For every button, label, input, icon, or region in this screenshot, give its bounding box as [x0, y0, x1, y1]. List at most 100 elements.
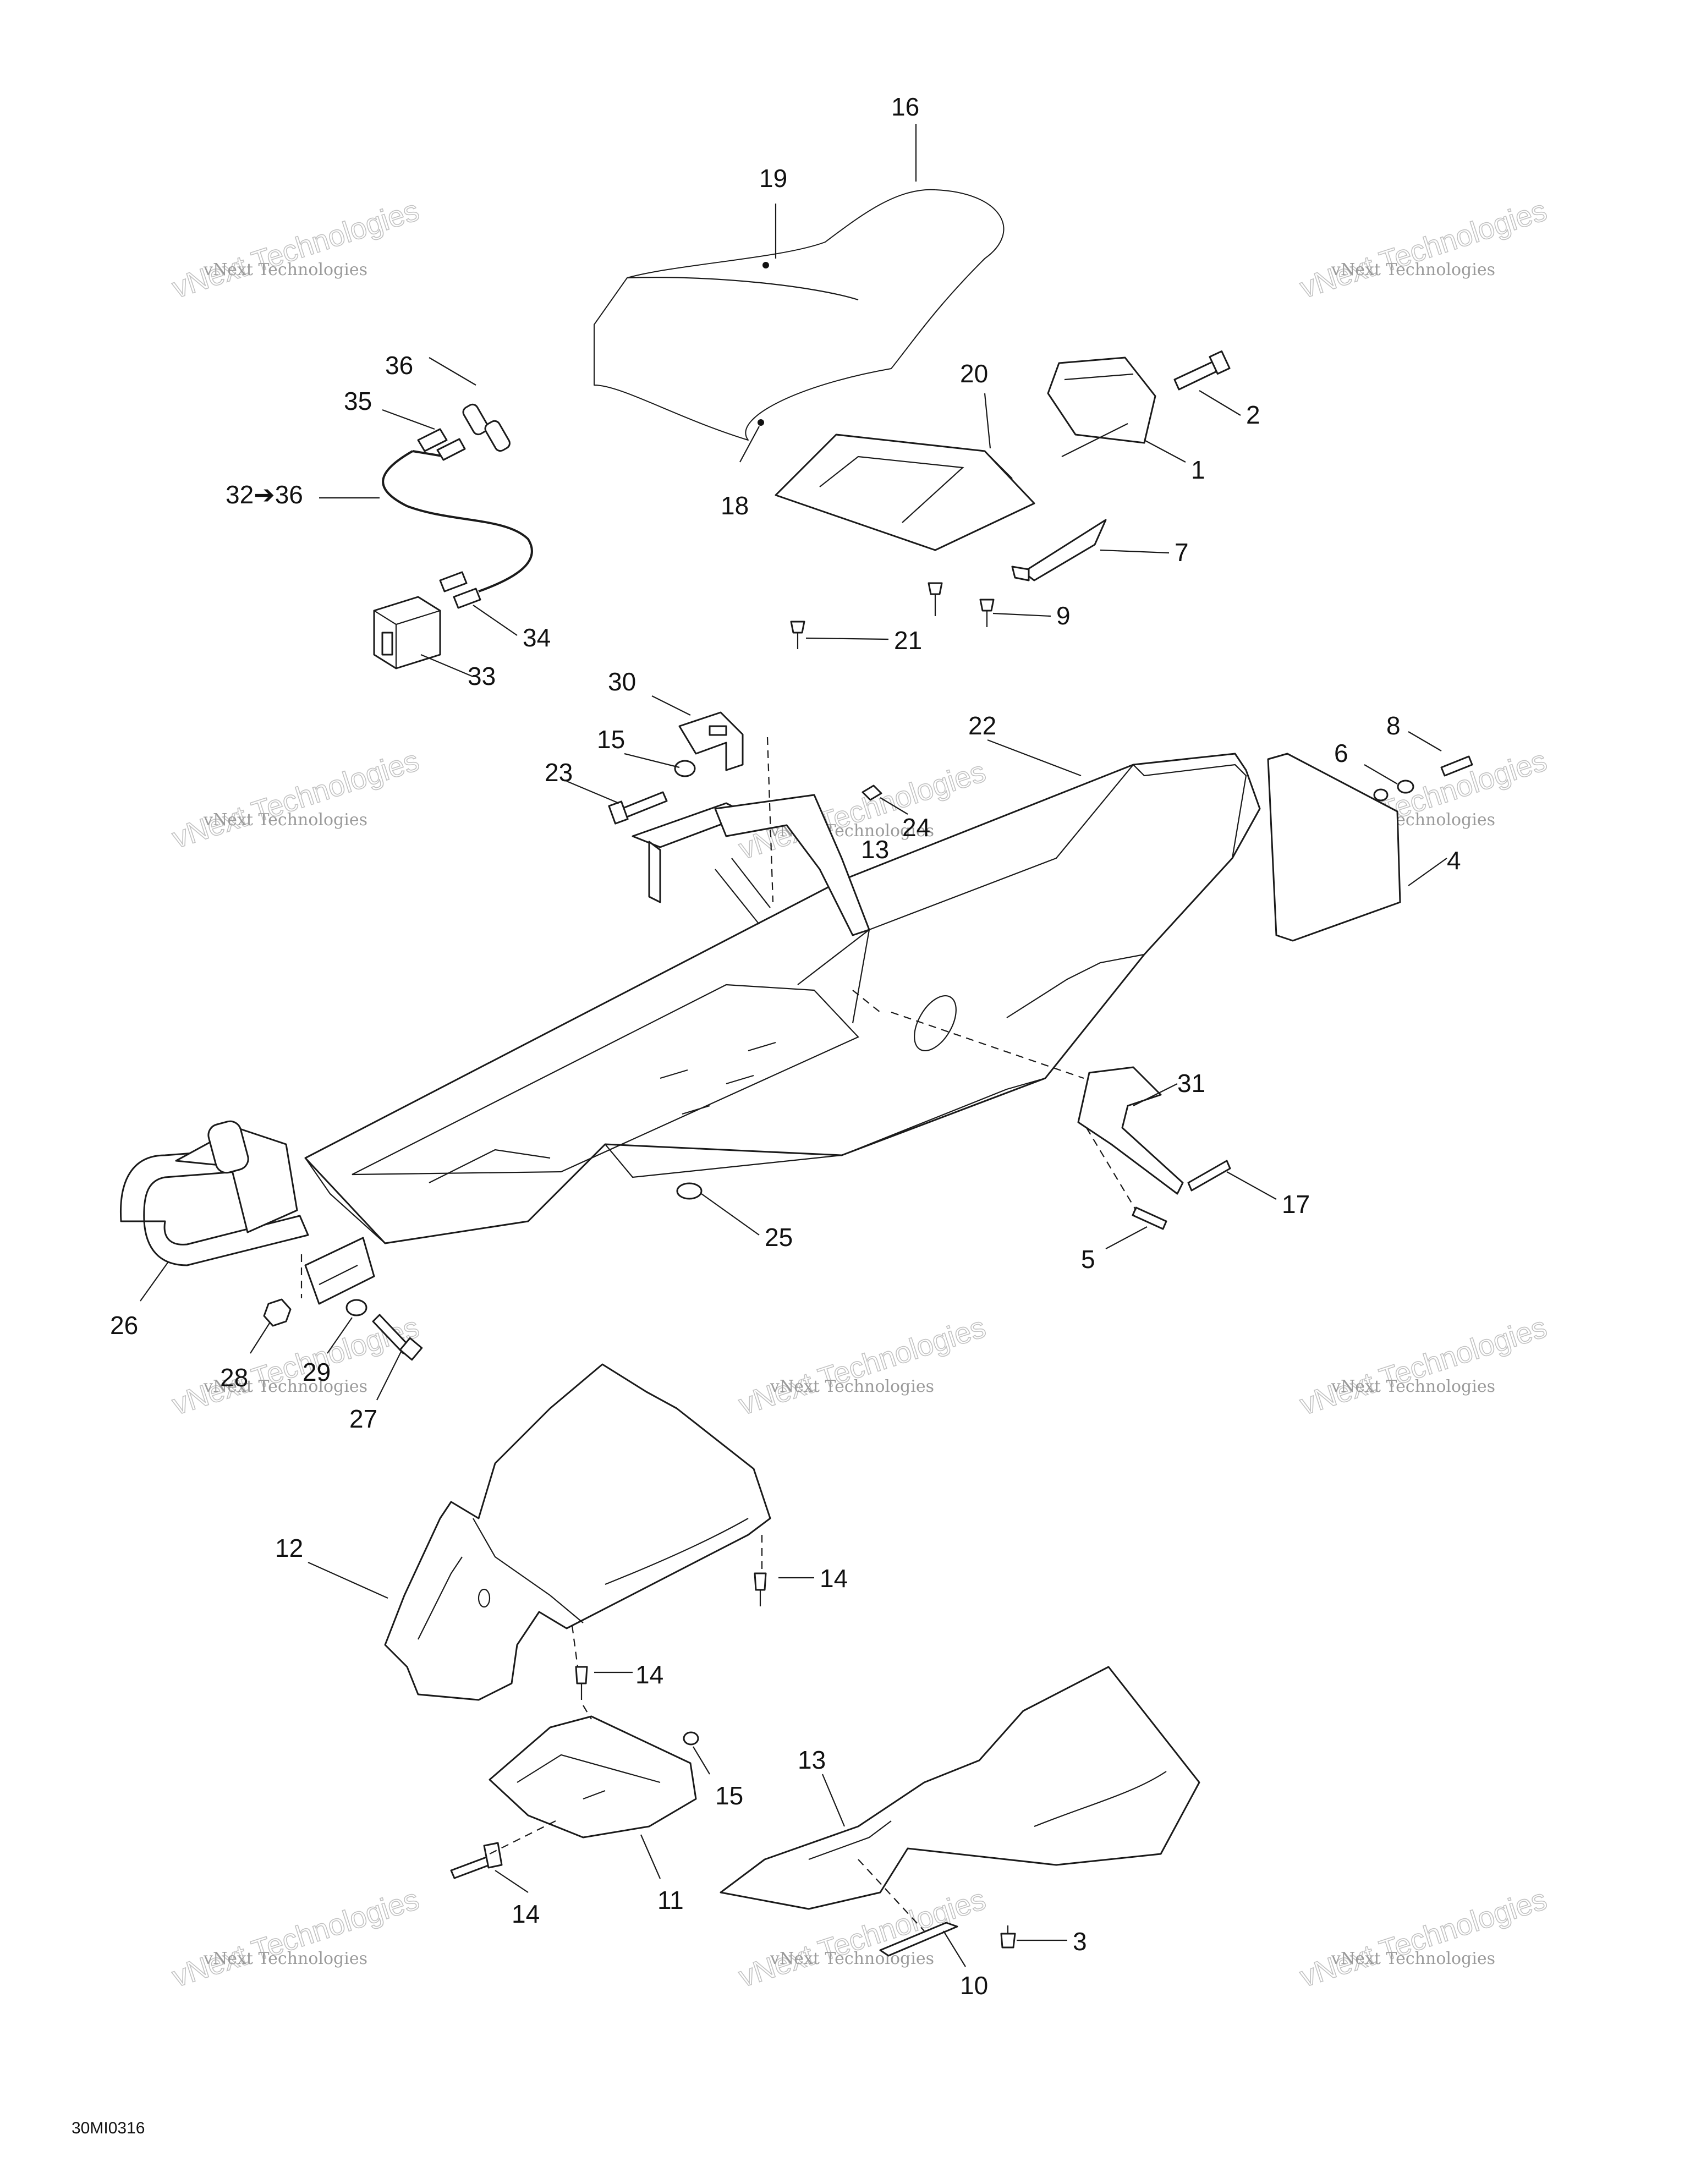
- rivet: [1132, 1206, 1167, 1230]
- svg-text:vNext Technologies: vNext Technologies: [203, 1949, 367, 1968]
- callout-26: 26: [110, 1311, 138, 1340]
- assembly-lines: [300, 737, 1137, 1931]
- callout-9: 9: [1056, 601, 1071, 630]
- screw: [790, 621, 805, 649]
- callout-32-36: 32➔36: [226, 480, 303, 509]
- callout-16: 16: [891, 92, 919, 121]
- svg-text:vNext Technologies: vNext Technologies: [1296, 194, 1551, 304]
- callout-11: 11: [657, 1886, 684, 1914]
- washer: [674, 760, 696, 777]
- callout-13: 13: [861, 835, 889, 864]
- watermark: vNext Technologies vNext Technologies: [734, 1310, 990, 1422]
- callout-21: 21: [894, 626, 922, 655]
- callout-19: 19: [759, 164, 787, 193]
- seat: [594, 189, 1005, 441]
- callout-14: 14: [820, 1564, 848, 1593]
- callout-8: 8: [1386, 711, 1401, 740]
- callout-7: 7: [1175, 538, 1189, 567]
- callout-15: 15: [597, 725, 625, 754]
- svg-text:vNext Technologies: vNext Technologies: [168, 744, 423, 854]
- callout-6: 6: [1334, 739, 1348, 767]
- seat-base-tray: [775, 433, 1035, 551]
- watermark: vNext Technologies vNext Technologies: [1296, 1310, 1551, 1422]
- connector-housing: [373, 596, 441, 670]
- watermark: vNext Technologies vNext Technologies: [1296, 1882, 1551, 1994]
- nut: [263, 1298, 292, 1327]
- callout-29: 29: [303, 1358, 331, 1386]
- callout-22: 22: [968, 711, 996, 740]
- callout-25: 25: [765, 1223, 793, 1252]
- watermark: vNext Technologies vNext Technologies: [168, 193, 424, 305]
- rubber-bumper: [676, 1182, 703, 1200]
- leader-lines: [140, 124, 1447, 1967]
- reflector: [879, 1922, 958, 1957]
- callout-31: 31: [1177, 1069, 1205, 1098]
- svg-text:vNext Technologies: vNext Technologies: [1296, 1310, 1551, 1421]
- callout-20: 20: [960, 359, 988, 388]
- figure-reference: 30MI0316: [72, 2119, 145, 2137]
- screw: [928, 582, 943, 616]
- screw: [1000, 1925, 1016, 1949]
- bracket: [678, 711, 744, 771]
- bolt: [372, 1314, 423, 1361]
- callout-4: 4: [1447, 846, 1461, 875]
- svg-text:vNext Technologies: vNext Technologies: [203, 810, 367, 830]
- front-bumper: [119, 1120, 375, 1305]
- seat-mount-bracket: [632, 794, 870, 936]
- watermark: vNext Technologies vNext Technologies: [1296, 193, 1551, 305]
- push-rivet: [450, 1842, 503, 1879]
- callout-10: 10: [960, 1971, 988, 2000]
- wiring-harness: [382, 403, 533, 609]
- svg-text:vNext Technologies: vNext Technologies: [168, 194, 423, 304]
- bolt: [1173, 350, 1231, 391]
- washer: [345, 1299, 367, 1316]
- callout-33: 33: [468, 662, 496, 690]
- svg-text:vNext Technologies: vNext Technologies: [1331, 1377, 1495, 1396]
- svg-text:vNext Technologies: vNext Technologies: [1296, 1883, 1551, 1993]
- callout-30: 30: [608, 667, 636, 696]
- svg-text:vNext Technologies: vNext Technologies: [1331, 1949, 1495, 1968]
- callout-27: 27: [349, 1404, 377, 1433]
- screw: [979, 599, 995, 627]
- callout-14: 14: [635, 1660, 663, 1689]
- callout-14: 14: [512, 1900, 540, 1928]
- bolt: [608, 791, 668, 825]
- license-plate-bracket: [1267, 753, 1401, 942]
- bracket: [1077, 1066, 1184, 1195]
- callout-18: 18: [721, 491, 749, 520]
- reflector: [1011, 519, 1107, 581]
- svg-text:vNext Technologies: vNext Technologies: [735, 1310, 990, 1421]
- push-rivet: [575, 1666, 588, 1700]
- running-board: [720, 1666, 1200, 1910]
- callout-15: 15: [715, 1781, 743, 1810]
- callout-28: 28: [220, 1363, 248, 1392]
- callout-35: 35: [344, 387, 372, 415]
- side-panel: [384, 1363, 771, 1701]
- svg-text:vNext Technologies: vNext Technologies: [770, 1377, 934, 1396]
- callout-3: 3: [1073, 1927, 1087, 1956]
- callout-23: 23: [545, 758, 573, 787]
- watermark: vNext Technologies vNext Technologies: [168, 1882, 424, 1994]
- callout-34: 34: [523, 623, 551, 652]
- callout-2: 2: [1246, 400, 1260, 429]
- callout-17: 17: [1282, 1190, 1310, 1219]
- rivet: [1440, 755, 1473, 777]
- frame-tunnel: [304, 753, 1261, 1244]
- callout-labels: 16 19 36 35 32➔36 20 2 1 18 7 9 34 21 33…: [110, 92, 1461, 2000]
- callout-13: 13: [798, 1746, 826, 1774]
- svg-text:vNext Technologies: vNext Technologies: [770, 1949, 934, 1968]
- svg-text:vNext Technologies: vNext Technologies: [1331, 260, 1495, 279]
- callout-24: 24: [902, 813, 930, 842]
- svg-text:vNext Technologies: vNext Technologies: [168, 1883, 423, 1993]
- tail-light: [1047, 356, 1156, 457]
- washer: [1397, 780, 1414, 794]
- callout-36: 36: [385, 351, 413, 380]
- watermark: vNext Technologies vNext Technologies: [168, 743, 424, 855]
- callout-5: 5: [1081, 1245, 1095, 1274]
- nut: [862, 784, 882, 801]
- belly-pan: [489, 1715, 697, 1839]
- callout-12: 12: [275, 1534, 303, 1562]
- svg-text:vNext Technologies: vNext Technologies: [203, 1377, 367, 1396]
- washer: [683, 1731, 699, 1746]
